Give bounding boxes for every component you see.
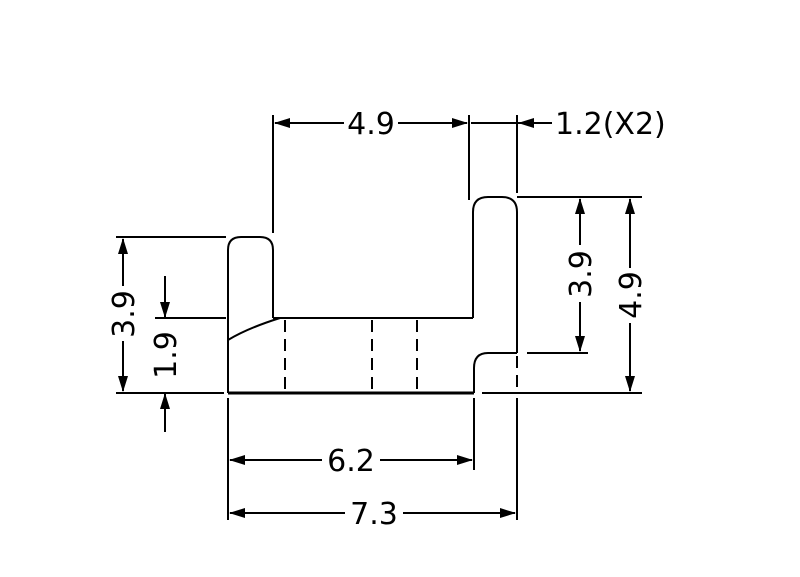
arrowhead bbox=[274, 118, 290, 128]
dim-overall-width: 7.3 bbox=[229, 497, 516, 532]
right-step-outline bbox=[473, 352, 517, 393]
arrowhead bbox=[118, 238, 128, 254]
arrowhead bbox=[118, 376, 128, 392]
arrowhead bbox=[500, 508, 516, 518]
dim-right-total-height: 4.9 bbox=[614, 198, 649, 392]
arrowhead bbox=[457, 455, 473, 465]
dim-label-floor-height: 1.9 bbox=[149, 331, 184, 379]
dim-left-wall-height: 3.9 bbox=[107, 238, 142, 392]
dim-wall-thickness: 1.2(X2) bbox=[471, 107, 666, 142]
right-wall-outline bbox=[472, 196, 518, 353]
dim-floor-height: 1.9 bbox=[149, 276, 184, 432]
dim-label-wall-thickness: 1.2(X2) bbox=[555, 107, 666, 142]
left-chamfer bbox=[227, 317, 281, 341]
arrowhead bbox=[575, 198, 585, 214]
dim-label-left-wall-height: 3.9 bbox=[107, 290, 142, 338]
dim-label-right-inner-height: 3.9 bbox=[564, 250, 599, 298]
part-outline bbox=[227, 196, 518, 395]
arrowhead bbox=[452, 118, 468, 128]
dim-label-top-slot: 4.9 bbox=[347, 107, 395, 142]
arrowhead bbox=[160, 393, 170, 409]
dim-top-slot: 4.9 bbox=[274, 107, 468, 142]
dim-label-overall-width: 7.3 bbox=[350, 497, 398, 532]
extension-lines bbox=[116, 115, 642, 520]
arrowhead bbox=[160, 302, 170, 318]
arrowhead bbox=[575, 336, 585, 352]
dim-label-right-total-height: 4.9 bbox=[614, 271, 649, 319]
arrowhead bbox=[229, 455, 245, 465]
dim-right-inner-height: 3.9 bbox=[564, 198, 599, 352]
dim-bottom-inner-width: 6.2 bbox=[229, 444, 473, 479]
arrowhead bbox=[625, 376, 635, 392]
arrowhead bbox=[229, 508, 245, 518]
left-wall-outline bbox=[227, 236, 274, 393]
arrowhead bbox=[625, 198, 635, 214]
arrowhead bbox=[518, 118, 534, 128]
dim-label-bottom-inner-width: 6.2 bbox=[327, 444, 375, 479]
